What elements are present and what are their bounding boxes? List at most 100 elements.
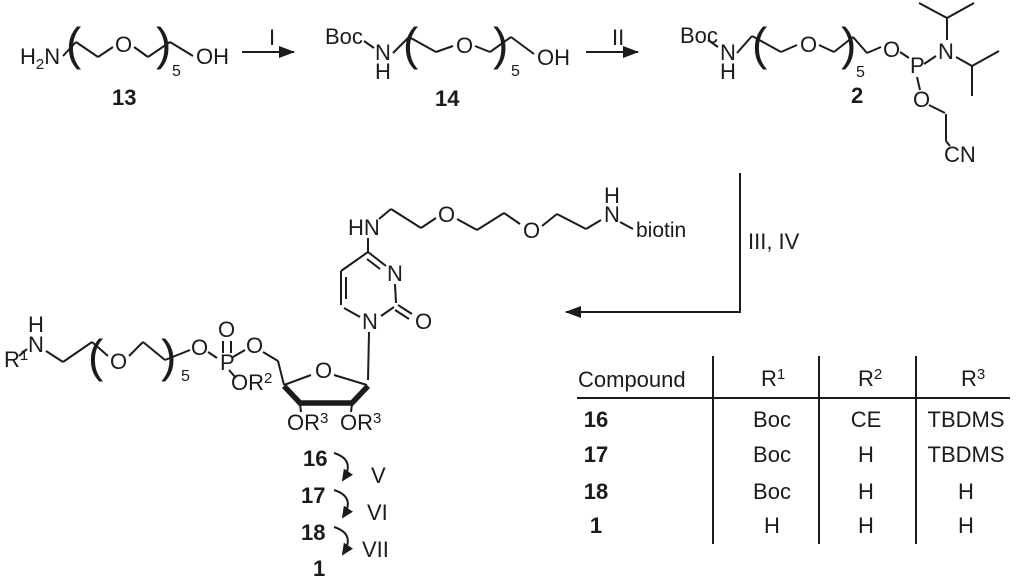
table-row: 16 Boc CE TBDMS: [584, 407, 1005, 432]
table-cell-r3: TBDMS: [928, 442, 1005, 467]
bond-line: [232, 349, 246, 358]
bond-line: [394, 283, 397, 304]
table-cell-r2: CE: [851, 407, 882, 432]
nh-hydrogen-label: H: [604, 183, 620, 208]
oxygen-label: O: [115, 32, 132, 57]
bond-line: [142, 341, 166, 361]
bond-line: [363, 40, 375, 49]
bond-line: [75, 41, 99, 58]
bond-line: [169, 41, 194, 57]
table-cell-r3: H: [958, 513, 974, 538]
open-paren: (: [752, 18, 768, 70]
nitrogen-label: N: [375, 40, 391, 65]
bond-line: [390, 208, 422, 229]
bond-line: [916, 76, 921, 91]
compound-2: Boc N H ( O ) 5 O P N O CN 2: [680, 2, 1000, 167]
close-paren: ): [493, 18, 508, 70]
bond-line: [367, 251, 387, 267]
amine-label: H2N: [20, 44, 60, 73]
oxygen-label: O: [191, 335, 208, 360]
table-cell-r2: H: [858, 513, 874, 538]
table-cell-r1: Boc: [753, 479, 791, 504]
bond-line: [207, 351, 218, 359]
ring-n1-label: N: [362, 309, 378, 334]
table-cell-r3: TBDMS: [928, 407, 1005, 432]
bond-line: [45, 350, 64, 363]
bond-line: [133, 46, 149, 58]
repeat-subscript: 5: [181, 368, 190, 385]
bond-line: [299, 403, 302, 413]
biotin-label: biotin: [636, 219, 686, 242]
open-paren: (: [66, 18, 82, 70]
bond-line: [350, 403, 353, 413]
table-cell-r1: Boc: [753, 407, 791, 432]
bond-line: [380, 306, 395, 317]
repeat-subscript: 5: [511, 63, 520, 80]
compound-label-2: 2: [851, 83, 863, 108]
bond-line: [565, 173, 741, 318]
ring-n3-label: N: [387, 261, 403, 286]
nh-hydrogen-label: H: [720, 59, 736, 84]
hydroxyl-label: OH: [196, 44, 229, 69]
bond-line: [281, 384, 371, 406]
or2-label: OR2: [231, 370, 272, 395]
bond-line: [333, 489, 354, 519]
bond-line: [164, 349, 191, 361]
table-cell-compound: 18: [584, 479, 608, 504]
or3-label: OR3: [340, 410, 381, 435]
compound-13: H2N ( O ) 5 OH 13: [20, 18, 229, 110]
bond-line: [456, 218, 478, 231]
bond-line: [541, 213, 558, 227]
hydroxyl-label: OH: [537, 45, 570, 70]
amidite-nitrogen-label: N: [938, 39, 954, 64]
bond-line: [435, 45, 454, 53]
bond-line: [780, 44, 798, 53]
table-cell-r1: Boc: [753, 442, 791, 467]
compound-label-17: 17: [301, 483, 325, 508]
table-cell-r2: H: [858, 442, 874, 467]
oxygen-label: O: [110, 349, 127, 374]
cytosine-ring: N O N: [340, 251, 432, 381]
reaction-arrow-I: I: [242, 25, 295, 58]
phosphorus-label: P: [910, 53, 925, 78]
bond-line: [852, 36, 868, 54]
table-row: 1 H H H: [590, 513, 974, 538]
step-label-III-IV: III, IV: [748, 229, 800, 254]
bond-line: [866, 46, 882, 54]
bond-line: [343, 307, 361, 318]
bond-line: [333, 374, 368, 386]
close-paren: ): [841, 18, 856, 70]
open-paren: (: [403, 18, 419, 70]
bond-line: [62, 41, 77, 57]
boc-label: Boc: [680, 23, 718, 48]
table-cell-r3: H: [958, 479, 974, 504]
oxygen-label: O: [438, 202, 455, 227]
oxygen-label: O: [800, 32, 817, 57]
ribose-ring: O OR3 OR3: [262, 351, 381, 435]
bond-line: [833, 36, 854, 53]
table-header-r1: R1: [761, 366, 785, 391]
table-cell-r1: H: [764, 513, 780, 538]
close-paren: ): [156, 18, 171, 70]
oxygen-label: O: [246, 333, 263, 358]
table-row: 18 Boc H H: [584, 479, 974, 504]
bond-line: [366, 258, 381, 270]
r1-peg-chain: R1 H N ( O ) 5: [4, 312, 191, 385]
compound-label-14: 14: [435, 86, 460, 111]
oxygen-label: O: [883, 37, 900, 62]
step-label-VI: VI: [367, 500, 388, 525]
bond-line: [489, 36, 512, 53]
table-cell-compound: 17: [584, 442, 608, 467]
bond-line: [619, 221, 634, 230]
oxygen-label: O: [913, 87, 930, 112]
bond-line: [556, 213, 587, 230]
reaction-arrow-II: II: [586, 25, 639, 58]
bond-line: [751, 35, 782, 53]
bond-line: [97, 46, 114, 58]
table-cell-compound: 1: [590, 513, 602, 538]
bond-line: [818, 44, 835, 53]
nitrogen-label: N: [604, 202, 620, 227]
biotin-linker: HN O O H N biotin: [348, 183, 686, 252]
